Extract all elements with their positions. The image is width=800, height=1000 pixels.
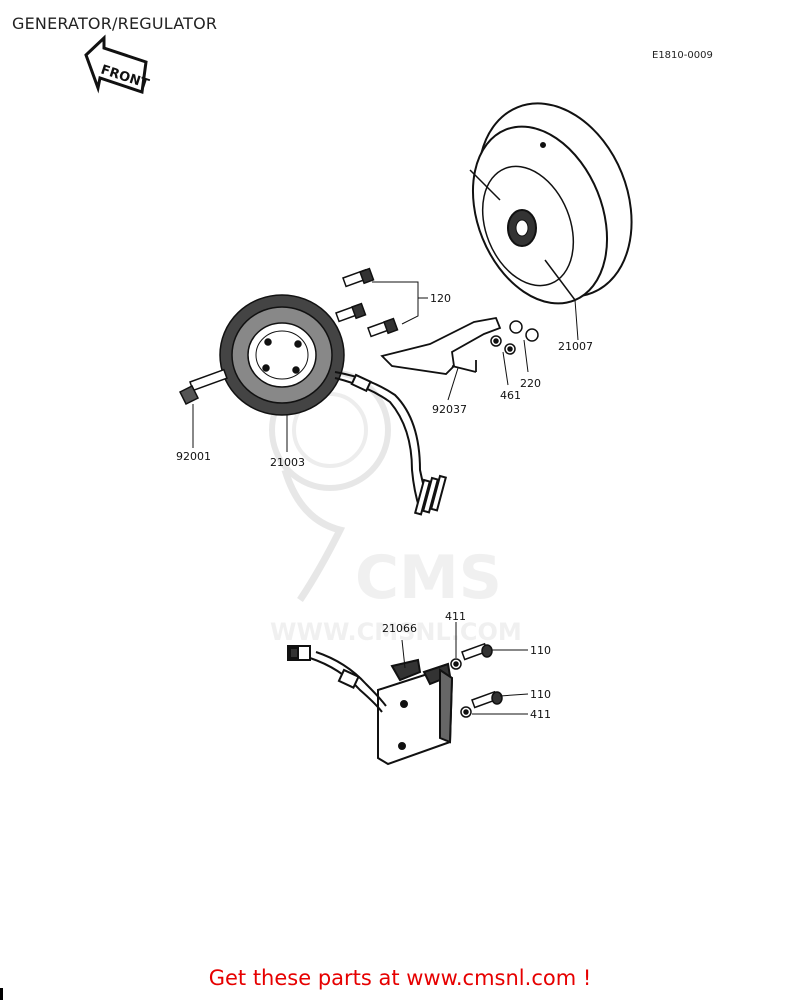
label-411-top: 411 xyxy=(445,610,466,623)
rotor-flywheel xyxy=(469,102,633,305)
label-92001: 92001 xyxy=(176,450,211,463)
footer-link[interactable]: Get these parts at www.cmsnl.com ! xyxy=(208,966,592,990)
leader-92037 xyxy=(447,367,459,401)
label-411-bottom: 411 xyxy=(530,708,551,721)
diagram-id: E1810-0009 xyxy=(652,50,713,61)
label-220: 220 xyxy=(520,377,541,390)
stator-bolts xyxy=(335,267,399,338)
label-110-bottom: 110 xyxy=(530,688,551,701)
leader-220 xyxy=(523,339,529,373)
label-120: 120 xyxy=(430,292,451,305)
regulator-bolts xyxy=(450,642,503,718)
edge-mark xyxy=(0,988,3,1000)
regulator-leaders xyxy=(455,622,529,715)
watermark-url: WWW.CMSNL.COM xyxy=(270,618,522,646)
label-92037: 92037 xyxy=(432,403,467,416)
front-arrow-icon: FRONT xyxy=(84,34,151,94)
leader-21066 xyxy=(401,639,406,669)
cms-watermark: CMS WWW.CMSNL.COM xyxy=(269,369,522,646)
bracket-screws xyxy=(490,320,539,355)
stator-wiring xyxy=(334,371,448,516)
leader-120 xyxy=(372,281,428,325)
regulator-rectifier xyxy=(377,658,454,766)
regulator-wiring xyxy=(287,645,387,713)
stator-mount-bolt xyxy=(178,368,228,406)
leader-21007 xyxy=(574,299,579,341)
wire-bracket xyxy=(380,316,502,375)
leader-461 xyxy=(502,351,509,386)
label-21003: 21003 xyxy=(270,456,305,469)
watermark-brand: CMS xyxy=(355,543,502,613)
label-21007: 21007 xyxy=(558,340,593,353)
label-110-top: 110 xyxy=(530,644,551,657)
label-461: 461 xyxy=(500,389,521,402)
stator-coil xyxy=(219,294,345,416)
page-title: GENERATOR/REGULATOR xyxy=(12,14,218,33)
label-21066: 21066 xyxy=(382,622,417,635)
